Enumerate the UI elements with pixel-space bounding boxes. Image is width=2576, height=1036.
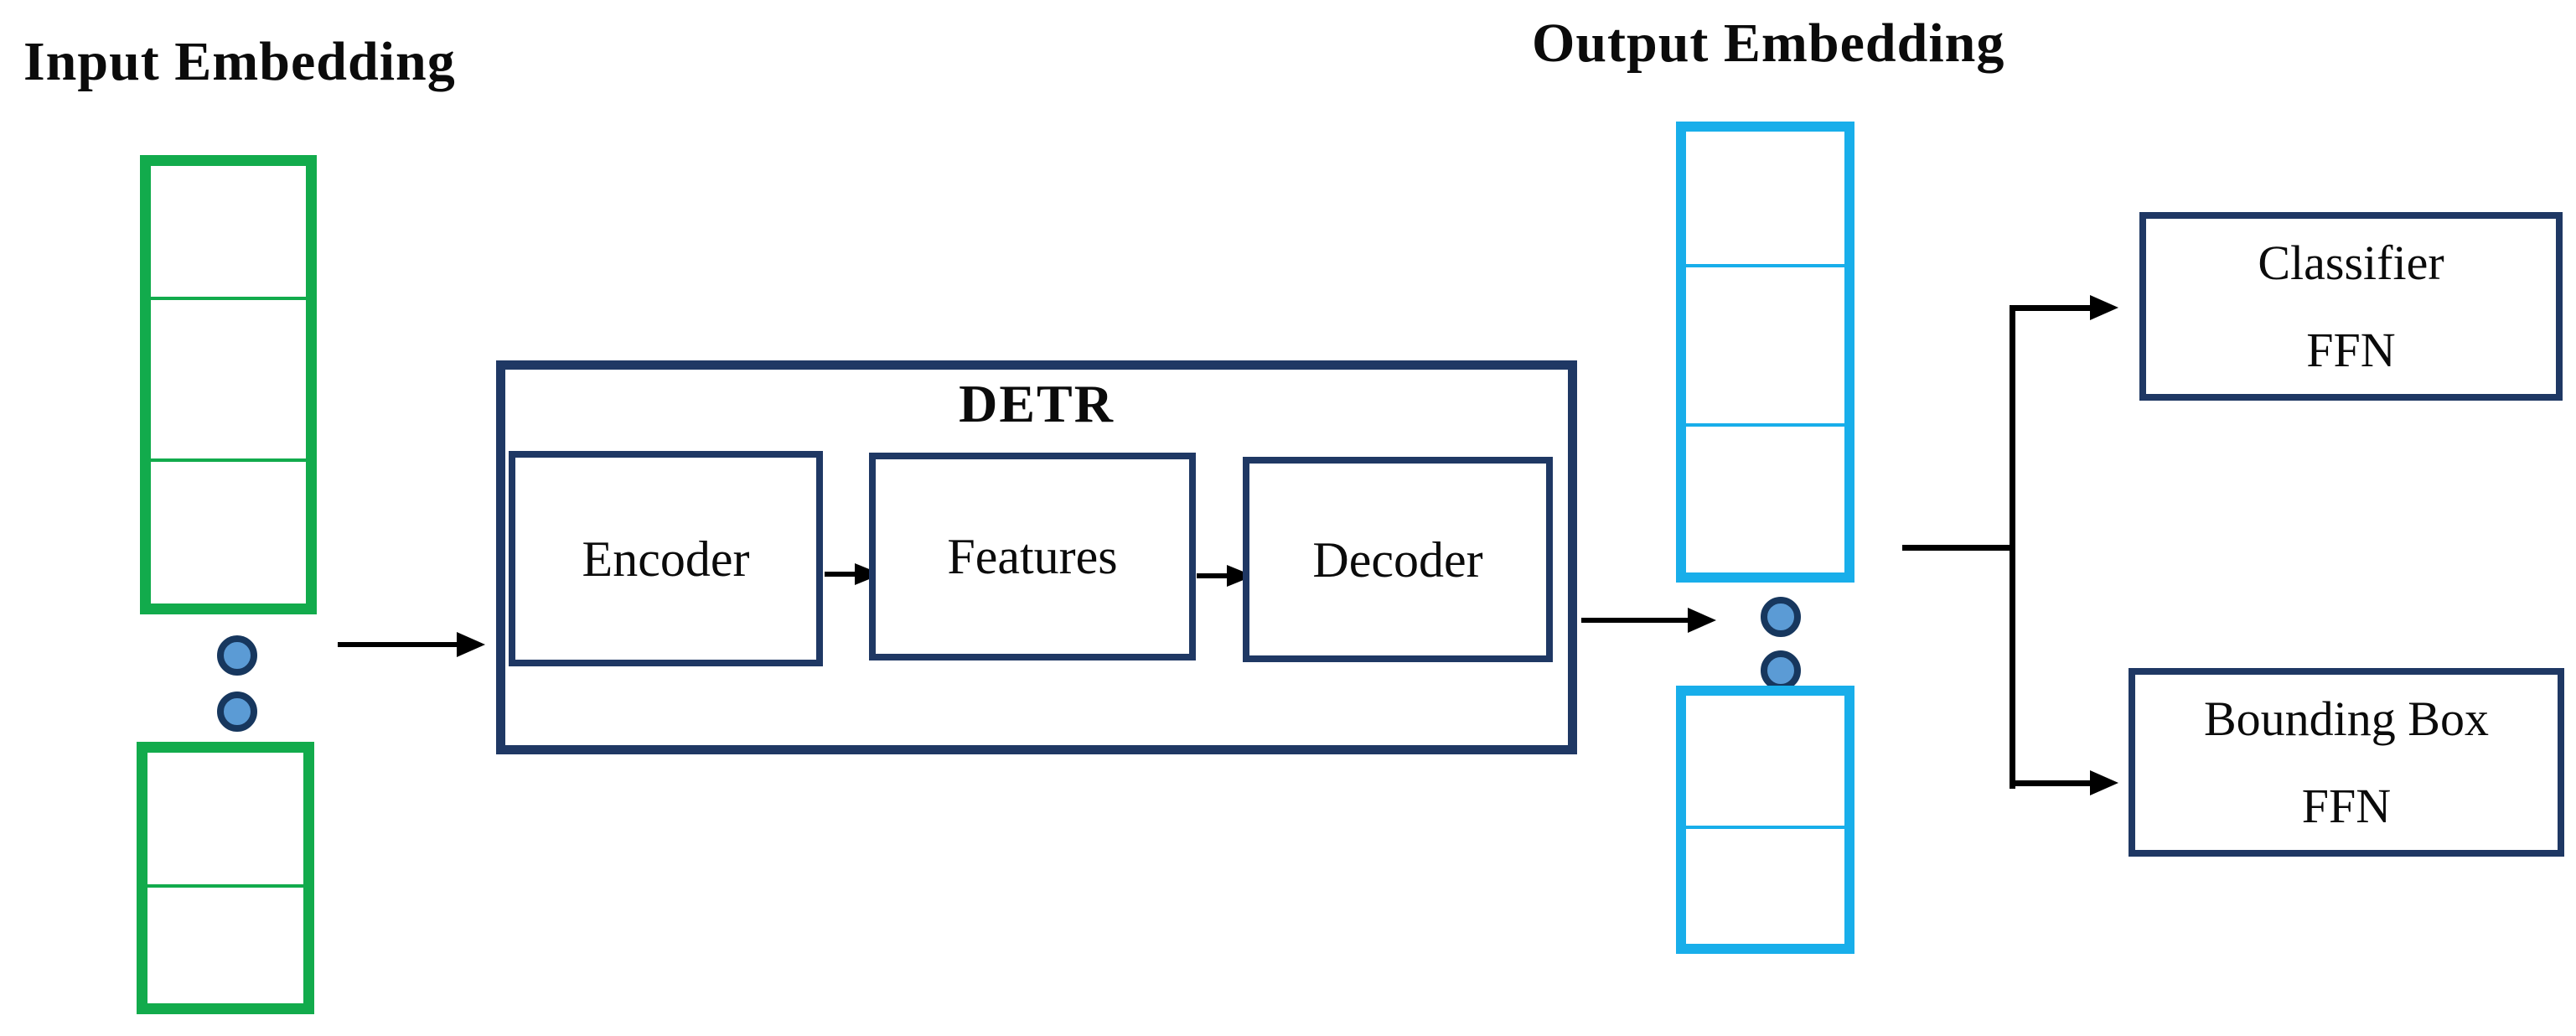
ellipsis-dot [1761, 650, 1801, 691]
bounding-box-ffn-line1: Bounding Box [2204, 691, 2489, 746]
encoder-box: Encoder [509, 451, 823, 666]
ellipsis-dot [217, 635, 257, 676]
input-embedding-matrix-bottom [137, 742, 314, 1014]
arrow-input-to-detr-head [457, 632, 485, 657]
ellipsis-dot [1761, 597, 1801, 637]
arrow-to-bounding-box-head [2090, 770, 2118, 795]
output-embedding-title: Output Embedding [1532, 13, 2005, 74]
arrow-to-classifier-line [2010, 305, 2093, 311]
branch-stem-line [1902, 545, 2014, 551]
cell-divider [1686, 423, 1844, 427]
classifier-ffn-box: Classifier FFN [2139, 212, 2563, 401]
arrow-to-classifier-head [2090, 295, 2118, 320]
bounding-box-ffn-line2: FFN [2301, 778, 2392, 833]
input-embedding-title: Input Embedding [23, 31, 456, 92]
arrow-detr-to-output-head [1688, 608, 1716, 633]
bounding-box-ffn-box: Bounding Box FFN [2129, 668, 2564, 857]
input-embedding-matrix-top [140, 155, 317, 614]
arrow-features-to-decoder-line [1197, 573, 1230, 578]
cell-divider [151, 458, 306, 462]
output-embedding-matrix-top [1676, 122, 1854, 583]
features-box: Features [869, 453, 1196, 660]
cell-divider [1686, 826, 1844, 829]
arrow-detr-to-output-line [1581, 618, 1690, 623]
arrow-input-to-detr-line [338, 642, 459, 647]
arrow-to-bounding-box-line [2010, 780, 2093, 786]
output-embedding-matrix-bottom [1676, 686, 1854, 954]
decoder-label: Decoder [1312, 531, 1483, 588]
arrow-encoder-to-features-line [825, 572, 858, 577]
detr-title: DETR [959, 374, 1115, 433]
encoder-label: Encoder [582, 531, 750, 587]
cell-divider [151, 297, 306, 300]
cell-divider [1686, 264, 1844, 267]
decoder-box: Decoder [1243, 457, 1553, 662]
classifier-ffn-line1: Classifier [2258, 235, 2444, 290]
cell-divider [147, 884, 303, 888]
ellipsis-dot [217, 692, 257, 732]
branch-vertical-line [2010, 305, 2015, 789]
classifier-ffn-line2: FFN [2306, 322, 2396, 377]
features-label: Features [947, 529, 1118, 584]
